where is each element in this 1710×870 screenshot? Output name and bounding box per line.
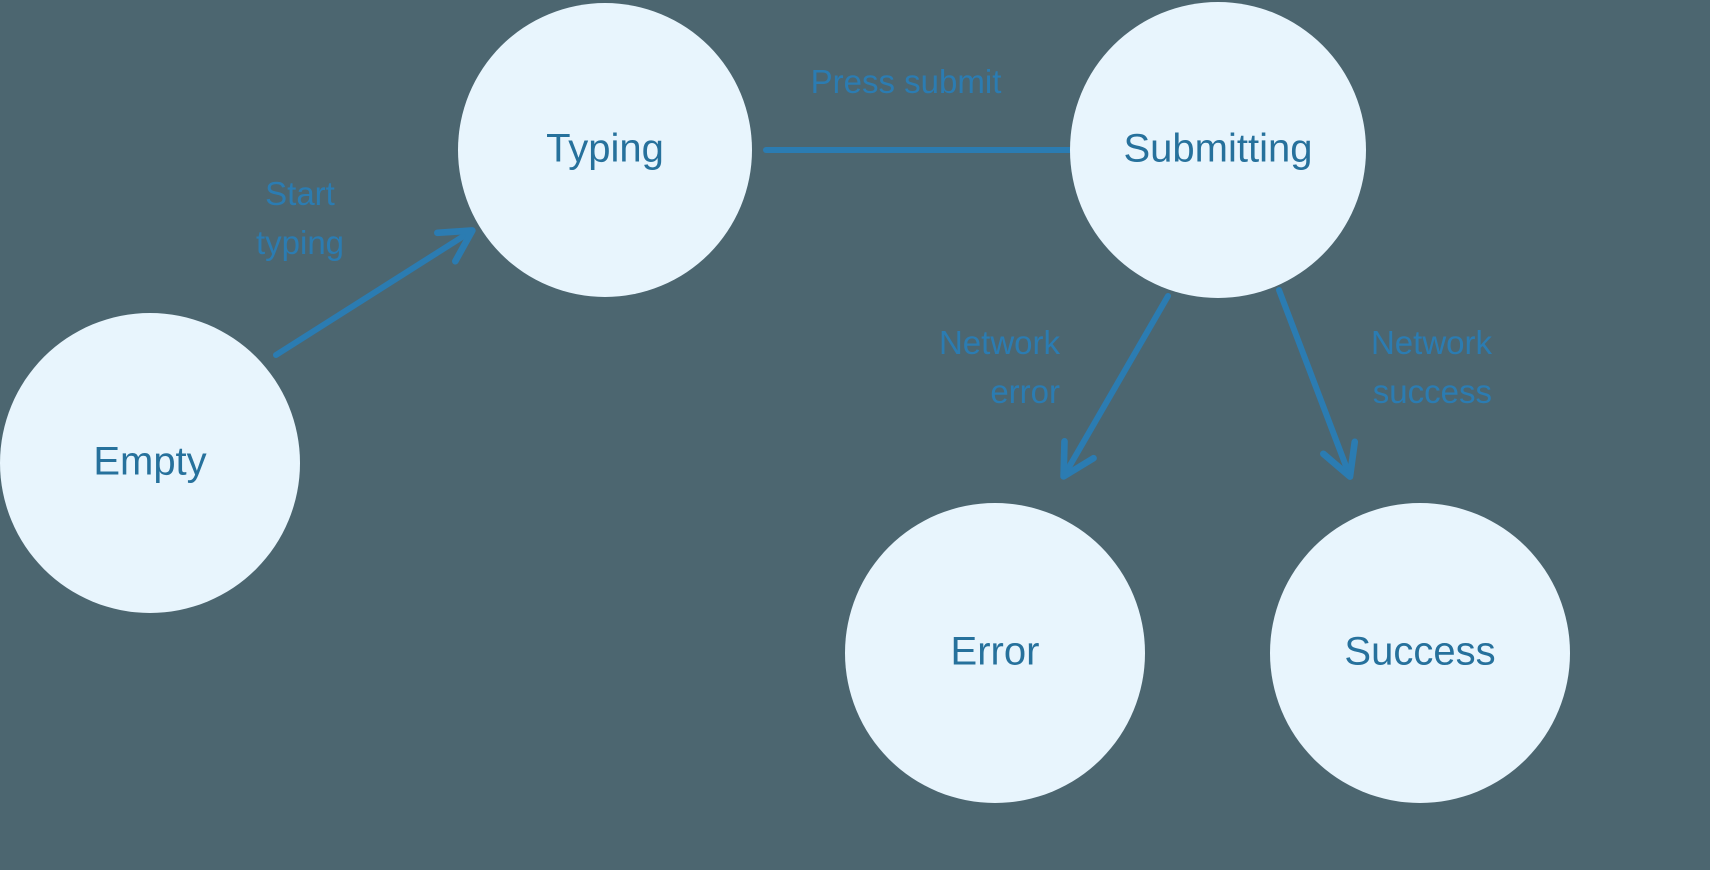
edge-label-typing-to-submitting: Press submit <box>811 63 1002 100</box>
state-circle-success <box>1270 503 1570 803</box>
state-node-error[interactable]: Error <box>845 503 1145 803</box>
state-circle-empty <box>0 313 300 613</box>
edge-label-line: Network <box>1371 324 1493 361</box>
state-node-empty[interactable]: Empty <box>0 313 300 613</box>
state-circle-typing <box>458 3 752 297</box>
edge-label-empty-to-typing: Start typing <box>256 175 344 261</box>
state-node-submitting[interactable]: Submitting <box>1070 2 1366 298</box>
state-label-empty: Empty <box>93 440 206 484</box>
edge-empty-to-typing <box>273 227 476 358</box>
state-label-typing: Typing <box>546 127 664 171</box>
state-label-error: Error <box>951 630 1040 674</box>
state-circle-submitting <box>1070 2 1366 298</box>
state-node-typing[interactable]: Typing <box>458 3 752 297</box>
state-node-success[interactable]: Success <box>1270 503 1570 803</box>
edge-submitting-to-error <box>1060 293 1171 480</box>
state-circle-error <box>845 503 1145 803</box>
edge-label-line: Press submit <box>811 63 1002 100</box>
edge-label-line: Network <box>939 324 1061 361</box>
edge-label-line: error <box>990 373 1060 410</box>
edge-label-line: success <box>1373 373 1492 410</box>
edge-label-submitting-to-error: Network error <box>939 324 1061 410</box>
edge-label-line: Start <box>265 175 335 212</box>
edge-submitting-to-success <box>1276 287 1359 480</box>
edge-label-submitting-to-success: Network success <box>1371 324 1493 410</box>
state-label-submitting: Submitting <box>1124 127 1313 171</box>
edge-label-line: typing <box>256 224 344 261</box>
state-label-success: Success <box>1344 630 1495 674</box>
